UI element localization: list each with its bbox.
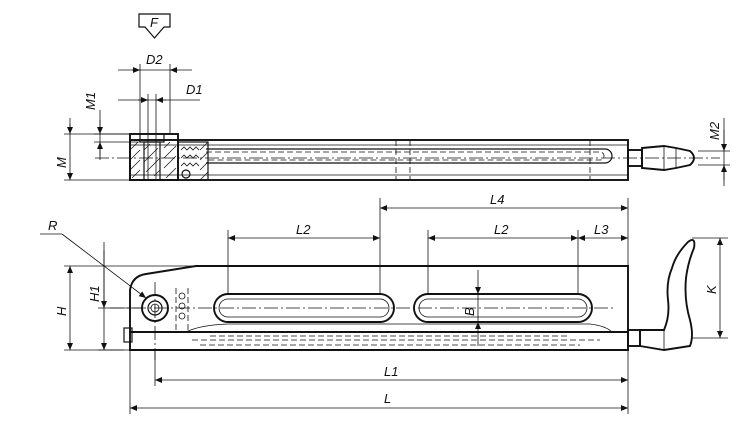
top-view	[95, 133, 720, 181]
label-l: L	[384, 391, 391, 406]
dimension-m1	[94, 110, 140, 160]
label-h1: H1	[87, 285, 102, 302]
force-arrow-icon	[138, 13, 171, 39]
dimension-k	[692, 237, 728, 339]
dimension-d2	[118, 64, 192, 134]
dimension-m2	[698, 118, 730, 186]
label-m2: M2	[707, 121, 722, 140]
dimension-l2-right	[427, 230, 579, 294]
dimension-l1	[154, 350, 629, 414]
dimension-l	[129, 350, 628, 414]
label-l2-right: L2	[494, 222, 509, 237]
dimension-l2-left	[227, 230, 380, 294]
label-f: F	[150, 15, 159, 30]
label-m1: M1	[83, 92, 98, 110]
label-k: K	[704, 284, 719, 294]
label-h: H	[54, 306, 69, 316]
label-b: B	[462, 307, 477, 316]
dimension-l4	[379, 198, 629, 294]
clamping-lever-icon	[627, 239, 696, 351]
label-l4: L4	[490, 192, 504, 207]
dimension-d1	[118, 94, 200, 142]
dimension-h1	[98, 242, 142, 351]
label-m: M	[54, 157, 69, 168]
label-d1: D1	[186, 82, 203, 97]
label-d2: D2	[146, 52, 163, 67]
front-view	[110, 239, 696, 360]
label-r: R	[48, 218, 57, 233]
label-l1: L1	[384, 364, 398, 379]
label-l3: L3	[594, 222, 609, 237]
label-l2-left: L2	[296, 222, 311, 237]
dimension-m	[64, 118, 130, 181]
